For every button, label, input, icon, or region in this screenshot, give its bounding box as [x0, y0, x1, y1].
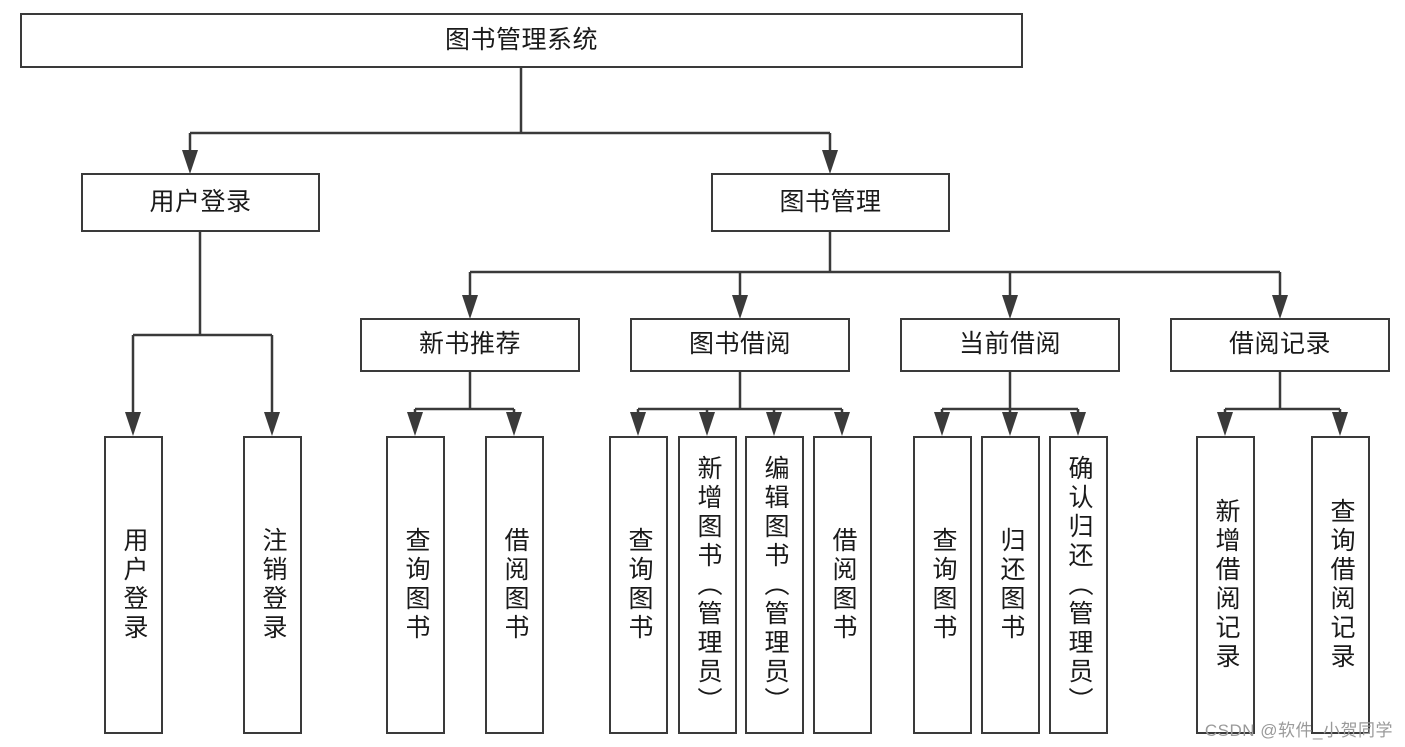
node-book-borrow[interactable]: 图书借阅	[630, 318, 850, 372]
arrowhead-borrow-leaf-4	[834, 412, 850, 436]
node-root[interactable]: 图书管理系统	[20, 13, 1023, 68]
arrowhead-current	[1002, 295, 1018, 319]
arrowhead-current-leaf-1	[934, 412, 950, 436]
leaf-borrow-query-book-label: 查询图书	[625, 527, 653, 643]
leaf-user-login-label: 用户登录	[120, 527, 148, 643]
leaf-current-query-book-label: 查询图书	[929, 527, 957, 643]
leaf-newbook-borrow-book[interactable]: 借阅图书	[485, 436, 544, 734]
node-current-borrow[interactable]: 当前借阅	[900, 318, 1120, 372]
leaf-current-query-book[interactable]: 查询图书	[913, 436, 972, 734]
leaf-borrow-borrow-book-label: 借阅图书	[829, 527, 857, 643]
node-current-borrow-label: 当前借阅	[958, 330, 1061, 359]
arrowhead-newbook-leaf-2	[506, 412, 522, 436]
leaf-records-query-record-label: 查询借阅记录	[1327, 498, 1355, 672]
arrowhead-leaf-logout	[264, 412, 280, 436]
leaf-logout-label: 注销登录	[259, 527, 287, 643]
node-new-book-recommend-label: 新书推荐	[418, 330, 521, 359]
leaf-records-query-record[interactable]: 查询借阅记录	[1311, 436, 1370, 734]
leaf-borrow-query-book[interactable]: 查询图书	[609, 436, 668, 734]
node-book-borrow-label: 图书借阅	[688, 330, 791, 359]
leaf-borrow-add-book-admin-label: 新增图书（管理员）	[694, 454, 722, 716]
arrowhead-records-leaf-1	[1217, 412, 1233, 436]
leaf-borrow-add-book-admin[interactable]: 新增图书（管理员）	[678, 436, 737, 734]
leaf-current-confirm-return-admin-label: 确认归还（管理员）	[1065, 454, 1093, 716]
leaf-borrow-edit-book-admin[interactable]: 编辑图书（管理员）	[745, 436, 804, 734]
arrowhead-leaf-user-login	[125, 412, 141, 436]
arrowhead-new-book	[462, 295, 478, 319]
leaf-user-login[interactable]: 用户登录	[104, 436, 163, 734]
arrowhead-current-leaf-3	[1070, 412, 1086, 436]
leaf-borrow-edit-book-admin-label: 编辑图书（管理员）	[761, 454, 789, 716]
node-user-login-label: 用户登录	[149, 187, 252, 216]
leaf-newbook-query-book[interactable]: 查询图书	[386, 436, 445, 734]
arrowhead-newbook-leaf-1	[407, 412, 423, 436]
watermark: CSDN @软件_小贺同学	[1204, 721, 1393, 740]
node-borrow-records-label: 借阅记录	[1228, 330, 1331, 359]
arrowhead-borrow-leaf-2	[699, 412, 715, 436]
arrowhead-records	[1272, 295, 1288, 319]
leaf-newbook-borrow-book-label: 借阅图书	[501, 527, 529, 643]
node-new-book-recommend[interactable]: 新书推荐	[360, 318, 580, 372]
node-root-label: 图书管理系统	[444, 25, 598, 54]
arrowhead-borrow-leaf-3	[766, 412, 782, 436]
leaf-current-return-book[interactable]: 归还图书	[981, 436, 1040, 734]
leaf-newbook-query-book-label: 查询图书	[402, 527, 430, 643]
node-book-management-label: 图书管理	[779, 187, 882, 216]
arrowhead-current-leaf-2	[1002, 412, 1018, 436]
leaf-current-return-book-label: 归还图书	[997, 527, 1025, 643]
arrowhead-borrow	[732, 295, 748, 319]
arrowhead-records-leaf-2	[1332, 412, 1348, 436]
leaf-records-add-record[interactable]: 新增借阅记录	[1196, 436, 1255, 734]
node-borrow-records[interactable]: 借阅记录	[1170, 318, 1390, 372]
node-user-login[interactable]: 用户登录	[81, 173, 320, 232]
arrowhead-user-login	[182, 150, 198, 174]
arrowhead-borrow-leaf-1	[630, 412, 646, 436]
leaf-records-add-record-label: 新增借阅记录	[1212, 498, 1240, 672]
arrowhead-book-mgmt	[822, 150, 838, 174]
leaf-current-confirm-return-admin[interactable]: 确认归还（管理员）	[1049, 436, 1108, 734]
leaf-borrow-borrow-book[interactable]: 借阅图书	[813, 436, 872, 734]
leaf-logout[interactable]: 注销登录	[243, 436, 302, 734]
node-book-management[interactable]: 图书管理	[711, 173, 950, 232]
